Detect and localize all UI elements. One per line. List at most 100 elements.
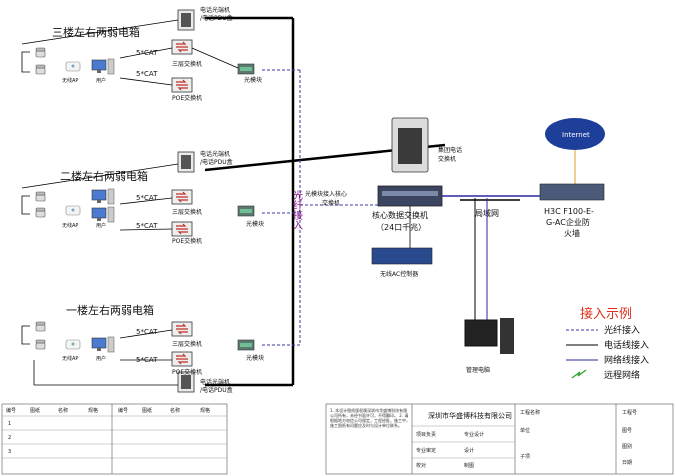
core-group-phone: 集团电话 — [438, 146, 462, 154]
legend-title: 接入示例 — [580, 306, 632, 322]
wireless-ap-icon — [65, 61, 81, 72]
legend: 接入示例 光纤接入 电话线接入 网络线接入 远程网络 — [566, 306, 649, 381]
floor-3-optic: 光模块 — [244, 76, 262, 84]
phone-pdu-icon — [177, 151, 195, 173]
floor-2-title: 二楼左右两弱电箱 — [60, 169, 148, 183]
firewall-name2: G-AC企业防 — [546, 217, 590, 227]
ac-controller-icon — [371, 247, 433, 265]
core-fiber-in2: 交换机 — [322, 199, 340, 207]
floor-1-phone-box: 电话光端机 — [200, 378, 230, 386]
switch-icon — [171, 351, 193, 367]
tb-cell-8: 子项 — [520, 453, 530, 460]
legend-item-fiber: 光纤接入 — [604, 324, 640, 336]
phone-pdu-icon — [177, 9, 195, 31]
floor-3-cat-bottom: 5*CAT — [136, 70, 158, 78]
floor-1-switch3: 三层交换机 — [172, 340, 202, 348]
floor-2-phone-box2: /电话PDU盒 — [200, 158, 233, 166]
tb-h3: 名称 — [58, 407, 68, 414]
core-mgmt: 管理电脑 — [466, 366, 490, 374]
floor-2-phone-box: 电话光端机 — [200, 150, 230, 158]
user-pc-icon — [91, 188, 115, 205]
floor-3-group: 三楼左右两弱电箱 电话光端机 /电话PDU盒 三层交换机 POE交换机 光模块 … — [21, 6, 262, 102]
floor-2-cat-bottom: 5*CAT — [136, 222, 158, 230]
vertical-fiber-label: 光纤接入 — [291, 189, 303, 230]
floor-3-switch3: 三层交换机 — [172, 60, 202, 68]
floor-1-poe: POE交换机 — [172, 368, 202, 376]
floor-1-phone-box2: /电话PDU盒 — [200, 386, 233, 394]
tb-cell-7: 单位 — [520, 427, 530, 434]
tb-cell-4: 设计 — [464, 447, 474, 454]
tb-h8: 规格 — [200, 407, 210, 414]
user-pc-icon — [91, 206, 115, 223]
core-ac: 无线AC控制器 — [380, 270, 418, 278]
legend-item-phone-line: 电话线接入 — [604, 339, 649, 351]
tb-cell-11: 日期 — [622, 460, 632, 466]
phone-icon — [35, 339, 46, 350]
core-group: 光模块接入核心 交换机 核心数据交换机 （24口千兆） 无线AC控制器 集团电话… — [305, 117, 540, 374]
floor-2-optic: 光模块 — [246, 220, 264, 228]
title-block: 编号 图纸 名称 规格 编号 图纸 名称 规格 1 2 3 深圳市华盛博科技有限… — [1, 403, 674, 475]
internet-label: Internet — [562, 131, 590, 139]
switch-icon — [171, 221, 193, 237]
tb-notes: 1. 本设计图纸版权属深圳市华盛博科技有限公司所有，未经书面许可，不得翻印。 2… — [330, 408, 410, 428]
floor-3-phone-box2: /电话PDU盒 — [200, 14, 233, 22]
firewall-icon — [539, 183, 605, 201]
tb-project-name: 工程名称 — [520, 409, 540, 416]
tb-row-1: 1 — [8, 421, 11, 427]
phone-icon — [35, 47, 46, 58]
phone-icon — [35, 64, 46, 75]
phone-icon — [35, 191, 46, 202]
tb-cell-1: 项目负责 — [416, 431, 436, 438]
tb-work-no: 工程号 — [622, 409, 637, 416]
firewall-name1: H3C F100-E- — [544, 207, 594, 216]
tb-company: 深圳市华盛博科技有限公司 — [428, 411, 512, 420]
floor-2-poe: POE交换机 — [172, 237, 202, 245]
user-pc-icon — [91, 58, 115, 75]
floor-2-user: 用户 — [96, 222, 106, 229]
optic-module-icon — [237, 339, 255, 351]
floor-2-group: 二楼左右两弱电箱 电话光端机 /电话PDU盒 三层交换机 POE交换机 光模块 … — [21, 150, 264, 245]
floor-1-group: 一楼左右两弱电箱 电话光端机 /电话PDU盒 三层交换机 POE交换机 光模块 … — [21, 303, 264, 394]
floor-3-phone-box: 电话光端机 — [200, 6, 230, 14]
switch-icon — [171, 39, 193, 55]
remote-network-bolt-icon — [571, 369, 587, 379]
floor-3-title: 三楼左右两弱电箱 — [52, 25, 140, 39]
floor-1-cat-top: 5*CAT — [136, 328, 158, 336]
tb-row-3: 3 — [8, 449, 11, 455]
switch-icon — [171, 321, 193, 337]
firewall-name3: 火墙 — [564, 228, 580, 238]
floor-3-ap: 无线AP — [62, 77, 78, 84]
tb-cell-6: 制图 — [464, 462, 474, 469]
tb-h2: 图纸 — [30, 407, 40, 414]
core-name: 核心数据交换机 — [372, 210, 428, 220]
floor-1-title: 一楼左右两弱电箱 — [66, 303, 154, 317]
legend-item-network-line: 网络线接入 — [604, 354, 649, 366]
tb-row-2: 2 — [8, 435, 11, 441]
management-pc-icon — [464, 319, 498, 347]
tb-h1: 编号 — [6, 407, 16, 414]
tb-cell-5: 校对 — [416, 462, 426, 469]
tb-h6: 图纸 — [142, 407, 152, 414]
optic-module-icon — [237, 63, 255, 75]
internet-cloud-icon — [545, 118, 605, 150]
floor-2-ap: 无线AP — [62, 222, 78, 229]
tb-h4: 规格 — [88, 407, 98, 414]
tb-cell-2: 专业设计 — [464, 431, 484, 438]
tb-h5: 编号 — [118, 407, 128, 414]
optic-module-icon — [237, 205, 255, 217]
wireless-ap-icon — [65, 205, 81, 216]
core-group-phone2: 交换机 — [438, 155, 456, 163]
floor-2-switch3: 三层交换机 — [172, 208, 202, 216]
floor-3-user: 用户 — [96, 77, 106, 84]
floor-1-ap: 无线AP — [62, 355, 78, 362]
wireless-ap-icon — [65, 339, 81, 350]
switch-icon — [171, 77, 193, 93]
core-ports: （24口千兆） — [376, 222, 426, 232]
firewall-group: Internet H3C F100-E- G-AC企业防 火墙 — [539, 118, 605, 238]
user-pc-icon — [91, 336, 115, 353]
tb-cell-10: 图别 — [622, 443, 632, 450]
tb-h7: 名称 — [170, 407, 180, 414]
floor-1-optic: 光模块 — [246, 354, 264, 362]
floor-1-user: 用户 — [96, 355, 106, 362]
